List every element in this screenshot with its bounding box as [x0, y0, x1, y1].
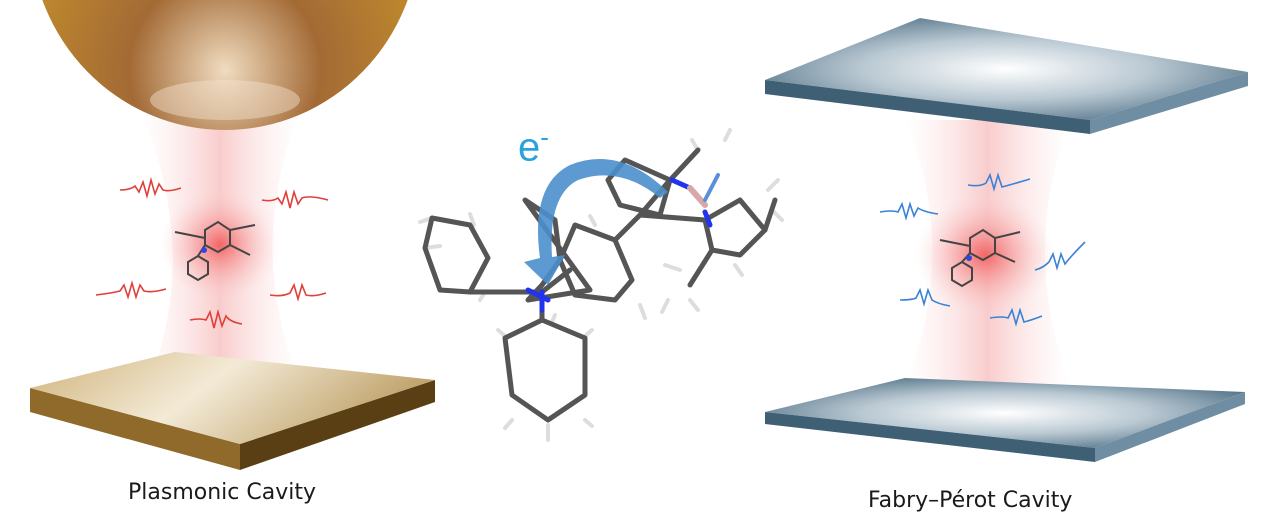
- small-molecule-right: [939, 228, 1021, 288]
- electron-charge: -: [540, 122, 549, 152]
- plasmonic-cavity-label: Plasmonic Cavity: [128, 480, 316, 505]
- gold-sphere: [42, 0, 408, 130]
- fabry-perot-cavity-label: Fabry–Pérot Cavity: [868, 488, 1073, 513]
- hotspot-left: [160, 190, 280, 300]
- small-molecule-left: [174, 220, 256, 282]
- hotspot-right: [915, 195, 1055, 315]
- top-mirror: [765, 18, 1248, 134]
- bottom-mirror: [765, 378, 1245, 462]
- electron-transfer-arrow: [524, 159, 668, 285]
- fabry-perot-cavity: [765, 18, 1248, 462]
- wave-icons-left: [95, 176, 329, 329]
- molecule: [418, 128, 784, 442]
- plasmonic-cavity: [30, 0, 435, 470]
- electron-label: e-: [518, 122, 549, 170]
- electron-symbol: e: [518, 125, 541, 170]
- wave-icons-right: [879, 172, 1086, 327]
- gold-plate: [30, 352, 435, 470]
